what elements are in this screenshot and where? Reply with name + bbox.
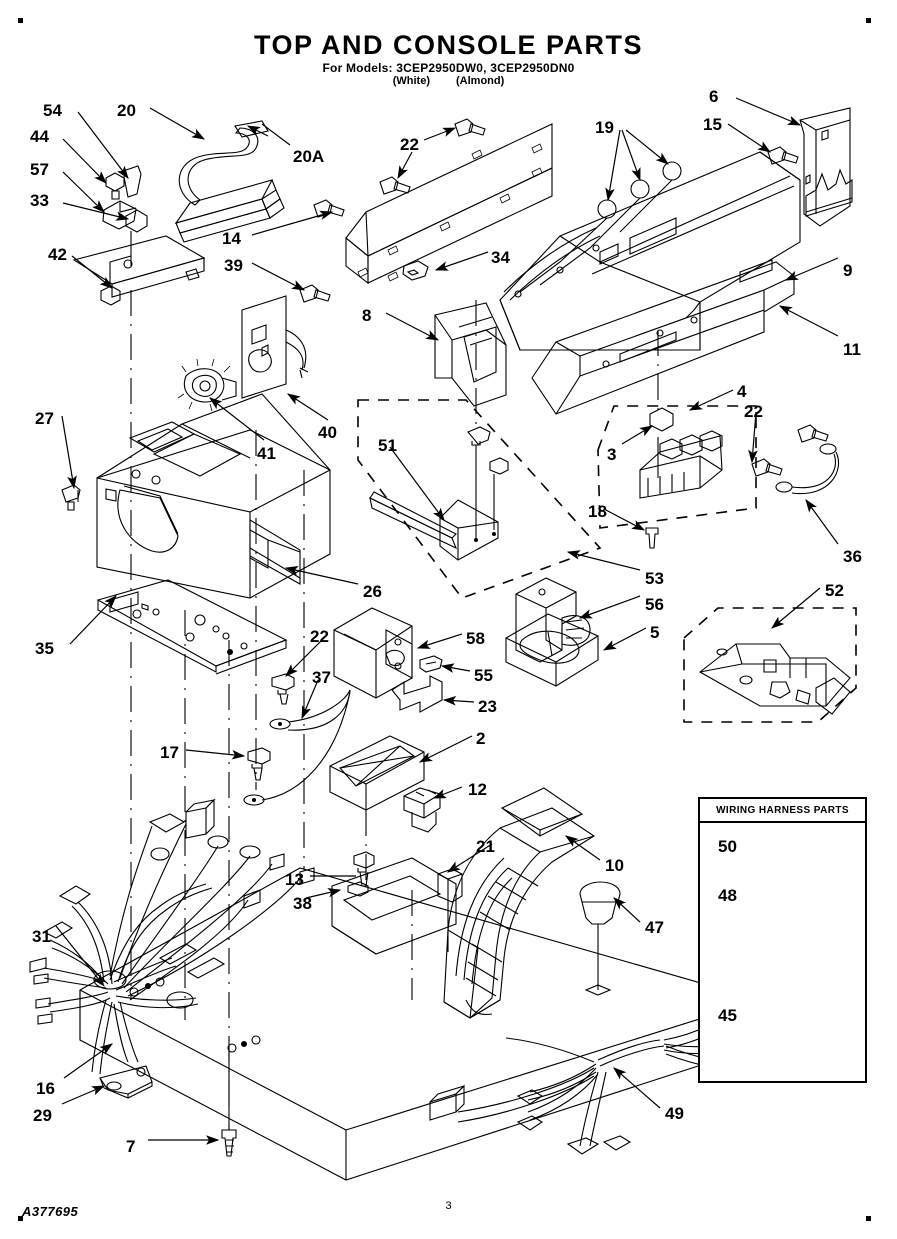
callout-number-31: 31 bbox=[32, 927, 51, 946]
callout-number-18: 18 bbox=[588, 502, 607, 521]
assembly-centerlines bbox=[131, 290, 658, 1130]
callout-number-48: 48 bbox=[718, 886, 737, 905]
callout-number-45: 45 bbox=[718, 1006, 737, 1025]
callout-number-19: 19 bbox=[595, 118, 614, 137]
callout-number-5: 5 bbox=[650, 623, 660, 642]
part-23-bracket bbox=[392, 676, 442, 712]
callout-number-26: 26 bbox=[363, 582, 382, 601]
callout-number-2: 2 bbox=[476, 729, 486, 748]
part-top-panel bbox=[80, 852, 760, 1180]
callout-number-35: 35 bbox=[35, 639, 54, 658]
callout-number-33: 33 bbox=[30, 191, 49, 210]
part-31-wiring-harness bbox=[30, 800, 314, 1074]
part-52-assembly bbox=[684, 608, 856, 722]
callout-number-22: 22 bbox=[400, 135, 419, 154]
part-4-switch-assembly bbox=[598, 406, 756, 548]
callout-number-36: 36 bbox=[843, 547, 862, 566]
inset-heading: WIRING HARNESS PARTS bbox=[700, 799, 865, 823]
callout-number-22: 22 bbox=[310, 627, 329, 646]
callout-number-9: 9 bbox=[843, 261, 853, 280]
wiring-harness-inset: WIRING HARNESS PARTS bbox=[698, 797, 867, 1083]
callout-number-41: 41 bbox=[257, 444, 276, 463]
models-line: For Models: 3CEP2950DW0, 3CEP2950DN0 bbox=[322, 61, 575, 75]
part-51-rod-group bbox=[358, 400, 600, 598]
part-9-console-shell bbox=[500, 152, 800, 350]
callout-number-39: 39 bbox=[224, 256, 243, 275]
part-5-base-pad bbox=[506, 614, 598, 686]
part-group-54-44-57-33-42 bbox=[74, 166, 204, 305]
callout-number-17: 17 bbox=[160, 743, 179, 762]
callout-number-44: 44 bbox=[30, 127, 49, 146]
callout-number-12: 12 bbox=[468, 780, 487, 799]
callout-number-50: 50 bbox=[718, 837, 737, 856]
callout-number-55: 55 bbox=[474, 666, 493, 685]
callout-number-16: 16 bbox=[36, 1079, 55, 1098]
page-number: 3 bbox=[445, 1200, 452, 1212]
part-20-harness bbox=[176, 121, 284, 242]
part-6-right-end-cap bbox=[768, 108, 852, 226]
callout-number-22: 22 bbox=[744, 402, 763, 421]
registration-mark-bottom-right bbox=[866, 1216, 871, 1221]
part-group-22-37-17 bbox=[244, 674, 350, 805]
part-11-console-rail bbox=[532, 260, 794, 414]
callout-number-3: 3 bbox=[607, 445, 617, 464]
registration-mark-bottom-left bbox=[18, 1216, 23, 1221]
callout-number-38: 38 bbox=[293, 894, 312, 913]
callout-number-54: 54 bbox=[43, 101, 62, 120]
callout-number-7: 7 bbox=[126, 1137, 136, 1156]
callout-number-13: 13 bbox=[285, 870, 304, 889]
callout-number-23: 23 bbox=[478, 697, 497, 716]
callout-number-15: 15 bbox=[703, 115, 722, 134]
callout-number-51: 51 bbox=[378, 436, 397, 455]
callout-number-8: 8 bbox=[362, 306, 372, 325]
part-34-console-bracket bbox=[314, 119, 552, 283]
part-56-bracket bbox=[516, 578, 590, 662]
callout-number-42: 42 bbox=[48, 245, 67, 264]
page-title: TOP AND CONSOLE PARTS bbox=[253, 30, 644, 60]
callout-number-4: 4 bbox=[737, 382, 747, 401]
callout-number-20A: 20A bbox=[293, 147, 325, 166]
callout-number-11: 11 bbox=[843, 340, 861, 359]
callout-number-53: 53 bbox=[645, 569, 664, 588]
part-10-lid bbox=[444, 788, 594, 1018]
callout-number-20: 20 bbox=[117, 101, 136, 120]
callout-number-34: 34 bbox=[491, 248, 510, 267]
callout-number-37: 37 bbox=[312, 668, 331, 687]
callout-number-56: 56 bbox=[645, 595, 664, 614]
color-almond-label: (Almond) bbox=[456, 75, 505, 87]
registration-mark-top-left bbox=[18, 18, 23, 23]
callout-number-10: 10 bbox=[605, 856, 624, 875]
part-35-mounting-plate bbox=[98, 580, 286, 674]
callout-number-47: 47 bbox=[645, 918, 664, 937]
part-29-foot-bracket bbox=[100, 1066, 152, 1098]
part-7-screw bbox=[222, 1050, 236, 1156]
part-58-switch-box bbox=[334, 608, 442, 698]
callout-number-58: 58 bbox=[466, 629, 485, 648]
callout-number-49: 49 bbox=[665, 1104, 684, 1123]
callout-number-14: 14 bbox=[222, 229, 241, 248]
callout-number-52: 52 bbox=[825, 581, 844, 600]
color-white-label: (White) bbox=[392, 75, 430, 87]
callout-number-57: 57 bbox=[30, 160, 49, 179]
color-variants: (White) (Almond) bbox=[0, 75, 897, 87]
callout-number-6: 6 bbox=[709, 87, 719, 106]
part-8-end-cap bbox=[435, 303, 506, 406]
callout-number-27: 27 bbox=[35, 409, 54, 428]
part-12-clip bbox=[404, 788, 440, 832]
registration-mark-top-right bbox=[866, 18, 871, 23]
callout-number-21: 21 bbox=[476, 837, 495, 856]
callout-number-40: 40 bbox=[318, 423, 337, 442]
form-number: A377695 bbox=[22, 1204, 79, 1219]
callout-number-29: 29 bbox=[33, 1106, 52, 1125]
part-2-lid-pad bbox=[330, 736, 424, 810]
part-36-ground-wire bbox=[752, 425, 839, 494]
part-26-main-housing bbox=[62, 285, 330, 598]
